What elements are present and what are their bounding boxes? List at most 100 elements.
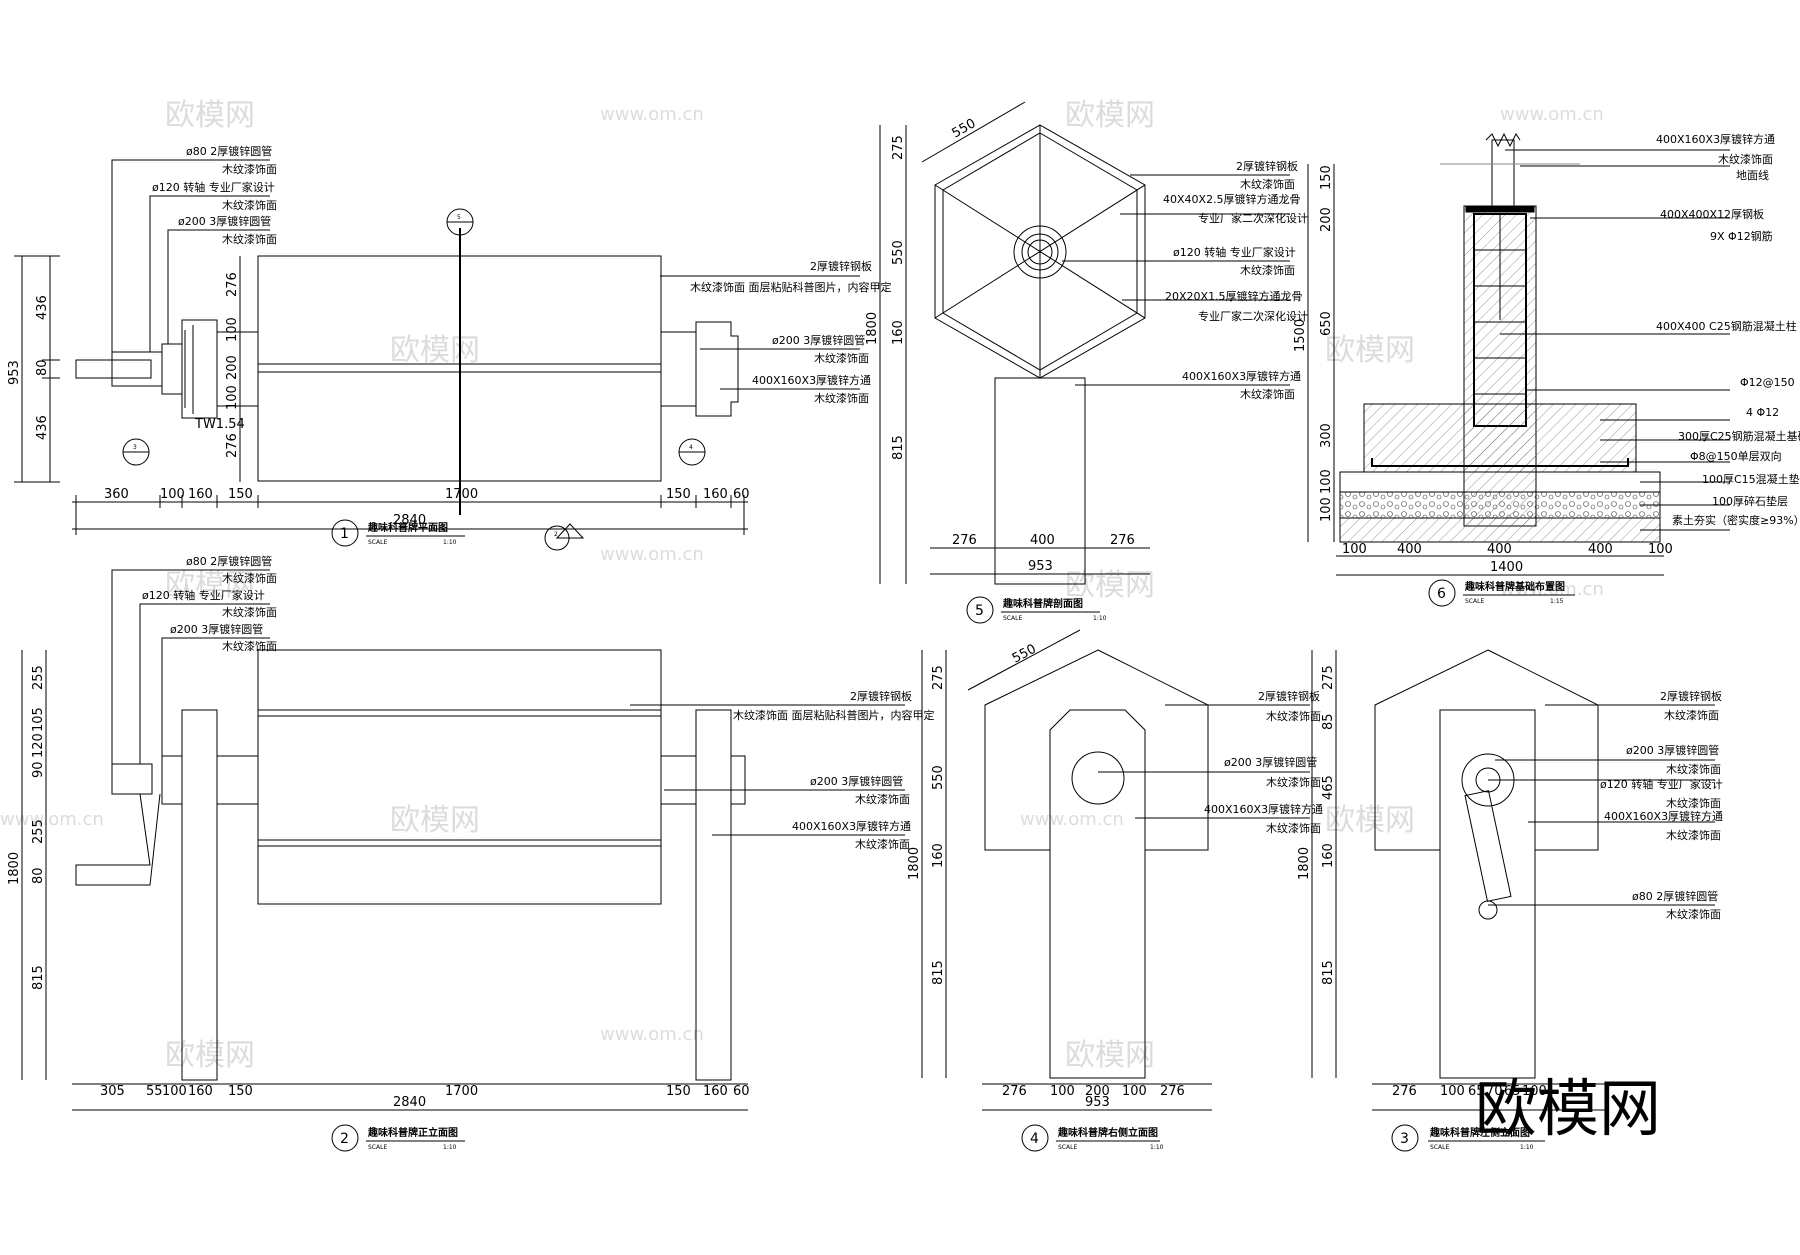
scale-value: 1:10 bbox=[1150, 1144, 1164, 1151]
dim-left-436: 436 bbox=[35, 295, 50, 320]
scale-word: SCALE bbox=[368, 539, 387, 546]
callout-text: 木纹漆饰面 bbox=[1266, 775, 1321, 789]
view-2-front-elevation: 305 55 100 160 150 1700 150 160 60 2840 … bbox=[7, 554, 935, 1152]
dim: 255 bbox=[31, 819, 46, 844]
dim-100: 100 bbox=[160, 487, 185, 502]
dim: 400 bbox=[1397, 542, 1422, 557]
callout-text: 40X40X2.5厚镀锌方通龙骨 bbox=[1163, 192, 1301, 206]
callout-text: 木纹漆饰面 bbox=[855, 792, 910, 806]
watermark-url: www.om.cn bbox=[1020, 809, 1124, 830]
watermark-logo: 欧模网 bbox=[390, 333, 480, 368]
post-left bbox=[181, 709, 218, 1081]
concrete-footing bbox=[1363, 403, 1637, 473]
callout-text: 木纹漆饰面 bbox=[222, 162, 277, 176]
callout-text: ø120 转轴 专业厂家设计 bbox=[142, 588, 265, 602]
watermark-logo: 欧模网 bbox=[1325, 803, 1415, 838]
callout-text: 木纹漆饰面 面层粘贴科普图片，内容甲定 bbox=[733, 708, 935, 722]
dim-150: 150 bbox=[228, 487, 253, 502]
post-right bbox=[660, 331, 697, 407]
callout-text: 木纹漆饰面 bbox=[222, 571, 277, 585]
view-title: 趣味科普牌右侧立面图 bbox=[1057, 1126, 1158, 1139]
scale-word: SCALE bbox=[1430, 1144, 1449, 1151]
dim: 276 bbox=[1110, 533, 1135, 548]
post-right bbox=[695, 709, 732, 1081]
brand-logo: 欧模网 bbox=[1475, 1072, 1661, 1145]
callout-text: 木纹漆饰面 bbox=[1666, 907, 1721, 921]
dim-160: 160 bbox=[188, 487, 213, 502]
shaft bbox=[111, 351, 163, 387]
dim: 276 bbox=[1392, 1084, 1417, 1099]
callout-text: ø200 3厚镀锌圆管 bbox=[810, 774, 903, 788]
callout-text: 2厚镀锌钢板 bbox=[1660, 689, 1722, 703]
dim: 275 bbox=[891, 135, 906, 160]
watermark-logo: 欧模网 bbox=[165, 568, 255, 603]
dim: 275 bbox=[1321, 665, 1336, 690]
section-mark-num: 4 bbox=[689, 444, 693, 451]
callout-text: ø80 2厚镀锌圆管 bbox=[186, 554, 272, 568]
dim-160: 160 bbox=[703, 487, 728, 502]
dim: 100 bbox=[1440, 1084, 1465, 1099]
callout-text: 木纹漆饰面 bbox=[1240, 387, 1295, 401]
view-4-right-elevation: 550 275 550 160 815 1800 276 100 200 100… bbox=[907, 629, 1323, 1152]
watermarks: 欧模网 www.om.cn 欧模网 www.om.cn 欧模网 欧模网 欧模网 … bbox=[0, 98, 1604, 1073]
callout-text: 400X160X3厚镀锌方通 bbox=[752, 373, 871, 387]
dim: 100 bbox=[1648, 542, 1673, 557]
dim: 100 bbox=[1319, 469, 1334, 494]
callout-text: 专业厂家二次深化设计 bbox=[1198, 309, 1308, 323]
view-number: 5 bbox=[975, 603, 984, 619]
view-number: 4 bbox=[1030, 1131, 1039, 1147]
scale-word: SCALE bbox=[368, 1144, 387, 1151]
section-mark-num: 5 bbox=[457, 214, 461, 221]
watermark-logo: 欧模网 bbox=[165, 98, 255, 133]
view-number-circle bbox=[966, 596, 994, 624]
callout-text: ø200 3厚镀锌圆管 bbox=[772, 333, 865, 347]
view-title: 趣味科普牌基础布置图 bbox=[1464, 580, 1565, 593]
callout-text: 400X160X3厚镀锌方通 bbox=[1182, 369, 1301, 383]
view-title: 趣味科普牌剖面图 bbox=[1002, 597, 1083, 610]
callout-text: 木纹漆饰面 bbox=[222, 198, 277, 212]
dim: 100 bbox=[1522, 1084, 1547, 1099]
dim-total: 953 bbox=[1085, 1095, 1110, 1110]
view-5-section: 550 275 550 160 815 1800 276 400 276 953… bbox=[865, 101, 1308, 624]
watermark-logo: 欧模网 bbox=[165, 1038, 255, 1073]
dim: 255 bbox=[31, 665, 46, 690]
scale-value: 1:15 bbox=[1550, 598, 1564, 605]
view-number-circle bbox=[331, 1124, 359, 1152]
dim: 815 bbox=[31, 965, 46, 990]
dim: 150 bbox=[666, 1084, 691, 1099]
section-arrow bbox=[555, 523, 585, 539]
dim-150: 150 bbox=[666, 487, 691, 502]
dim-360: 360 bbox=[104, 487, 129, 502]
callout-text: ø80 2厚镀锌圆管 bbox=[1632, 889, 1718, 903]
dim: 150 bbox=[228, 1084, 253, 1099]
callout-text: 4 Φ12 bbox=[1746, 406, 1779, 419]
dim: 160 bbox=[891, 320, 906, 345]
callout-text: 木纹漆饰面 bbox=[222, 639, 277, 653]
dim-left-total: 1800 bbox=[865, 312, 880, 345]
view-number-circle bbox=[331, 519, 359, 547]
dim: 80 bbox=[31, 867, 46, 884]
watermark-url: www.om.cn bbox=[1500, 104, 1604, 125]
dim: 1500 bbox=[1293, 319, 1308, 352]
view-number-circle bbox=[1428, 579, 1456, 607]
dim: 1700 bbox=[445, 1084, 478, 1099]
callout-text: 400X160X3厚镀锌方通 bbox=[1656, 132, 1775, 146]
callout-text: 木纹漆饰面 bbox=[1666, 828, 1721, 842]
callout-text: ø200 3厚镀锌圆管 bbox=[1626, 743, 1719, 757]
callout-text: 木纹漆饰面 bbox=[222, 605, 277, 619]
callout-text: 木纹漆饰面 bbox=[1664, 708, 1719, 722]
dim: 305 bbox=[100, 1084, 125, 1099]
callout-text: 木纹漆饰面 bbox=[1718, 152, 1773, 166]
dim-inner-276: 276 bbox=[225, 433, 240, 458]
scale-word: SCALE bbox=[1003, 615, 1022, 622]
view-number: 3 bbox=[1400, 1131, 1409, 1147]
callout-text: 木纹漆饰面 bbox=[1666, 762, 1721, 776]
crank-tube bbox=[75, 359, 152, 379]
dim: 275 bbox=[931, 665, 946, 690]
watermark-logo: 欧模网 bbox=[390, 803, 480, 838]
dim: 815 bbox=[891, 435, 906, 460]
dim: 400 bbox=[1588, 542, 1613, 557]
dim-total: 2840 bbox=[393, 513, 426, 528]
callout-text: 20X20X1.5厚镀锌方通龙骨 bbox=[1165, 289, 1303, 303]
